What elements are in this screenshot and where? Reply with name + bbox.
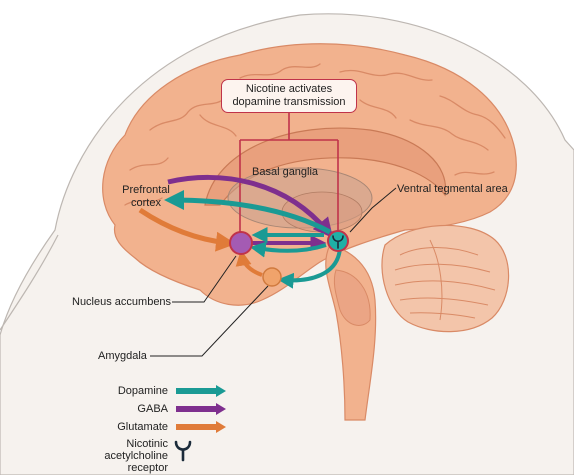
nicotine-callout: Nicotine activates dopamine transmission — [221, 79, 357, 113]
legend-glutamate-label: Glutamate — [117, 421, 168, 433]
nucleus-accumbens-label: Nucleus accumbens — [72, 296, 172, 308]
gaba-pathway-pfc-to-vta — [167, 175, 334, 239]
prefrontal-cortex-label: Prefrontal cortex — [116, 184, 176, 210]
receptor-icon — [174, 440, 192, 462]
legend-gaba-arrow — [176, 403, 226, 415]
receptor-line-2: acetylcholine — [104, 450, 168, 462]
ventral-tegmental-area-label: Ventral tegmental area — [397, 183, 508, 195]
receptor-line-3: receptor — [127, 462, 168, 474]
corpus-callosum — [204, 127, 447, 206]
legend-gaba-label: GABA — [137, 403, 168, 415]
prefrontal-line-1: Prefrontal — [122, 184, 170, 196]
nucleus-accumbens-node — [229, 231, 253, 255]
legend-glutamate-arrow — [176, 421, 226, 433]
legend-dopamine-label: Dopamine — [117, 385, 168, 397]
legend-arrows — [176, 385, 226, 433]
amygdala-label: Amygdala — [98, 350, 147, 362]
amygdala-node — [262, 267, 282, 287]
dopamine-pathway-vta-to-pfc — [164, 190, 332, 235]
cortex-folds — [124, 63, 506, 206]
leader-lines — [150, 187, 397, 357]
glutamate-pathway-pfc-to-nac — [138, 207, 236, 252]
legend-receptor-label: Nicotinic acetylcholine receptor — [88, 438, 168, 474]
callout-line-1: Nicotine activates — [245, 83, 333, 95]
receptor-line-1: Nicotinic — [126, 438, 168, 450]
legend-dopamine-arrow — [176, 385, 226, 397]
vta-receptor-icon — [332, 235, 344, 249]
callout-connector — [239, 113, 339, 232]
dopamine-pathway-vta-to-amygdala — [277, 247, 342, 289]
cerebellum — [381, 224, 510, 333]
pons — [333, 269, 371, 326]
glutamate-pathway-amygdala-to-nac — [235, 249, 263, 277]
prefrontal-line-2: cortex — [131, 197, 161, 209]
callout-line-2: dopamine transmission — [232, 96, 346, 108]
dopamine-pathway-vta-to-nac-lower — [249, 241, 327, 258]
cerebellum-folia — [394, 239, 496, 321]
basal-ganglia-label: Basal ganglia — [252, 166, 319, 178]
face-profile — [0, 234, 59, 331]
